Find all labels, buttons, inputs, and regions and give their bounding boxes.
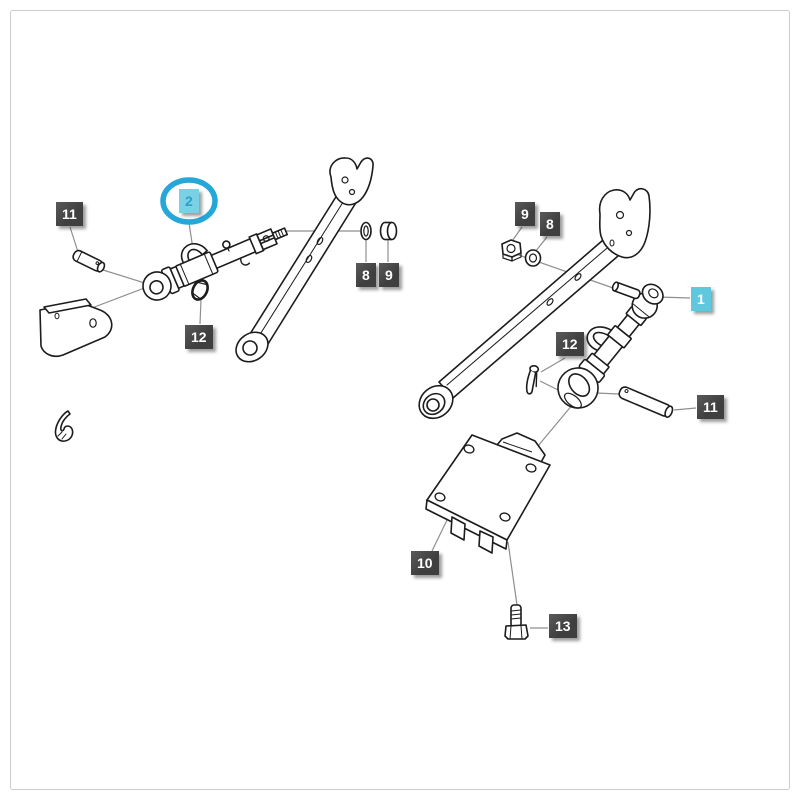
left-bracket-partial <box>39 298 113 358</box>
right-link-pin <box>618 386 674 418</box>
mounting-bolt <box>504 604 529 640</box>
mounting-plate <box>425 432 551 554</box>
part-label-9-left[interactable]: 9 <box>379 263 399 287</box>
part-label-9-right[interactable]: 9 <box>515 202 535 226</box>
left-lift-arm <box>235 157 374 363</box>
left-lower-pin <box>72 249 106 273</box>
part-label-11-left[interactable]: 11 <box>56 202 83 226</box>
part-label-10[interactable]: 10 <box>411 551 439 575</box>
left-washer <box>360 221 372 241</box>
part-label-2[interactable]: 2 <box>179 189 199 213</box>
part-label-12-left[interactable]: 12 <box>185 325 213 349</box>
part-label-11-right[interactable]: 11 <box>697 395 724 419</box>
part-label-8-right[interactable]: 8 <box>540 212 560 236</box>
right-nut <box>501 239 522 262</box>
right-washer <box>524 249 542 267</box>
part-label-13[interactable]: 13 <box>549 614 577 638</box>
left-nut <box>379 221 398 241</box>
right-lifting-rod <box>557 283 664 409</box>
part-label-12-right[interactable]: 12 <box>556 332 584 356</box>
left-snap-ring <box>191 279 209 301</box>
part-label-8-left[interactable]: 8 <box>356 263 376 287</box>
right-lift-arm <box>418 187 651 420</box>
highlight-ring <box>160 177 218 225</box>
right-rod-pin <box>611 281 641 300</box>
left-hook-partial <box>54 410 74 442</box>
part-label-1[interactable]: 1 <box>691 287 711 311</box>
left-stabilizer-turnbuckle <box>142 227 289 301</box>
right-cotter-pin <box>525 364 540 395</box>
